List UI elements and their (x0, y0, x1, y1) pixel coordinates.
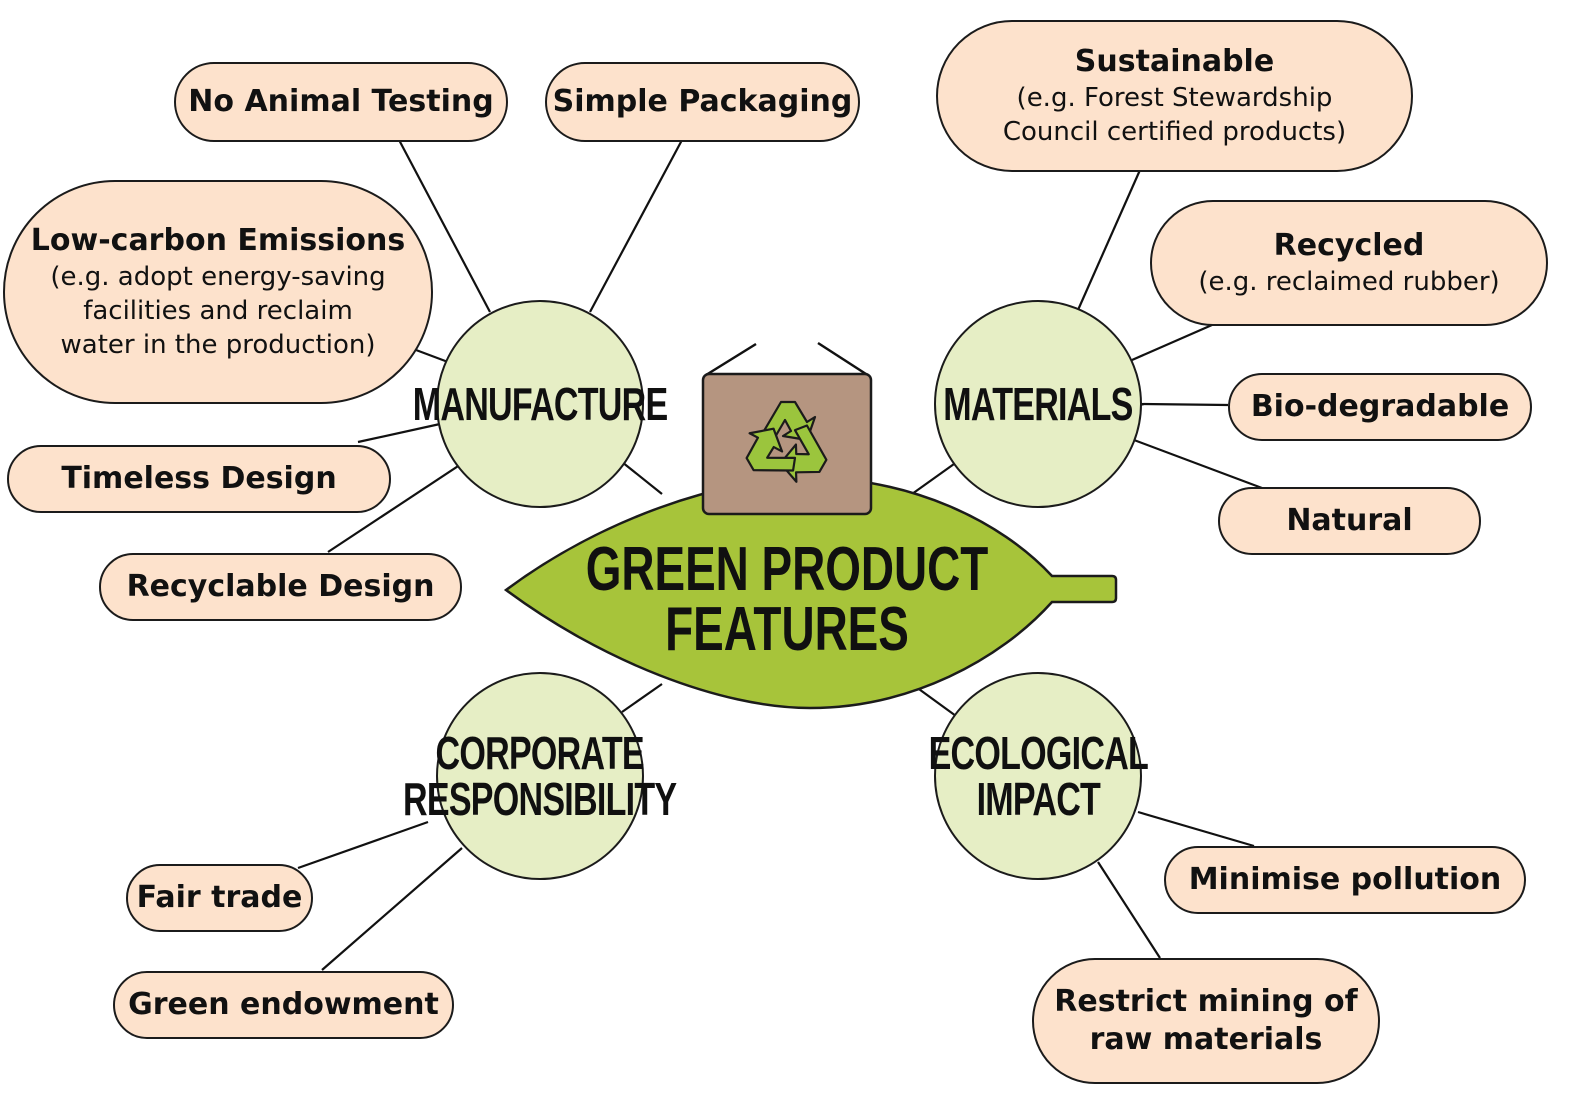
feature-title: Sustainable (1074, 44, 1275, 79)
link-green-endowment (321, 847, 463, 971)
feature-title: Bio-degradable (1250, 389, 1510, 424)
hub-ecological-impact: ECOLOGICAL IMPACT (928, 672, 1149, 880)
link-recycled (1131, 323, 1213, 362)
link-corporate-center (621, 683, 663, 713)
link-biodegradable (1139, 402, 1229, 407)
feature-title: Minimise pollution (1188, 862, 1502, 897)
link-sustainable (1076, 169, 1142, 311)
feature-no-animal-testing: No Animal Testing (174, 62, 508, 142)
link-minimise-pollution (1137, 810, 1255, 848)
link-timeless-design (357, 422, 441, 444)
feature-bio-degradable: Bio-degradable (1228, 373, 1532, 441)
link-no-animal-testing (397, 137, 491, 313)
hub-corporate-responsibility: CORPORATE RESPONSIBILITY (403, 672, 677, 880)
box-flap-left (705, 342, 757, 377)
feature-green-endowment: Green endowment (113, 971, 454, 1039)
feature-title: Green endowment (128, 987, 439, 1022)
feature-title: Natural (1286, 503, 1413, 538)
feature-recycled: Recycled (e.g. reclaimed rubber) (1150, 200, 1548, 326)
feature-natural: Natural (1218, 487, 1481, 555)
link-natural (1133, 438, 1263, 490)
feature-simple-packaging: Simple Packaging (545, 62, 860, 142)
feature-title: Recyclable Design (126, 569, 435, 604)
feature-title: No Animal Testing (188, 84, 494, 119)
feature-sustainable: Sustainable (e.g. Forest Stewardship Cou… (936, 20, 1413, 172)
hub-manufacture: MANUFACTURE (413, 300, 668, 508)
feature-title: Fair trade (136, 880, 303, 915)
recycle-box (701, 341, 873, 516)
hub-ecological-impact-label: ECOLOGICAL IMPACT (928, 727, 1148, 825)
hub-manufacture-label: MANUFACTURE (412, 378, 668, 430)
link-low-carbon (415, 348, 449, 364)
feature-title: Timeless Design (61, 461, 337, 496)
feature-low-carbon-emissions: Low-carbon Emissions (e.g. adopt energy-… (3, 180, 433, 404)
box-body (701, 372, 873, 516)
feature-detail: (e.g. Forest Stewardship Council certifi… (1002, 83, 1347, 147)
recycle-icon (745, 400, 828, 483)
link-restrict-mining (1097, 861, 1161, 959)
connector-lines (297, 137, 1263, 971)
feature-title: Simple Packaging (552, 84, 853, 119)
center-title-line-2: FEATURES (665, 594, 909, 663)
feature-detail: (e.g. reclaimed rubber) (1198, 267, 1500, 297)
link-fair-trade (297, 820, 429, 870)
feature-title: Restrict mining of raw materials (1054, 984, 1358, 1057)
hub-corporate-responsibility-label: CORPORATE RESPONSIBILITY (403, 727, 677, 825)
link-manufacture-center (621, 461, 663, 495)
feature-timeless-design: Timeless Design (7, 445, 391, 513)
box-flap-right (817, 341, 867, 376)
feature-title: Low-carbon Emissions (30, 223, 406, 258)
feature-title: Recycled (1273, 228, 1425, 263)
feature-fair-trade: Fair trade (126, 864, 313, 932)
feature-minimise-pollution: Minimise pollution (1164, 846, 1526, 914)
center-title-line-1: GREEN PRODUCT (586, 534, 989, 603)
hub-materials: MATERIALS (934, 300, 1142, 508)
hub-materials-label: MATERIALS (943, 378, 1133, 430)
feature-detail: (e.g. adopt energy-saving facilities and… (50, 262, 386, 360)
feature-recyclable-design: Recyclable Design (99, 553, 462, 621)
link-simple-packaging (589, 139, 683, 313)
feature-restrict-mining: Restrict mining of raw materials (1032, 958, 1380, 1084)
link-materials-center (911, 463, 955, 495)
